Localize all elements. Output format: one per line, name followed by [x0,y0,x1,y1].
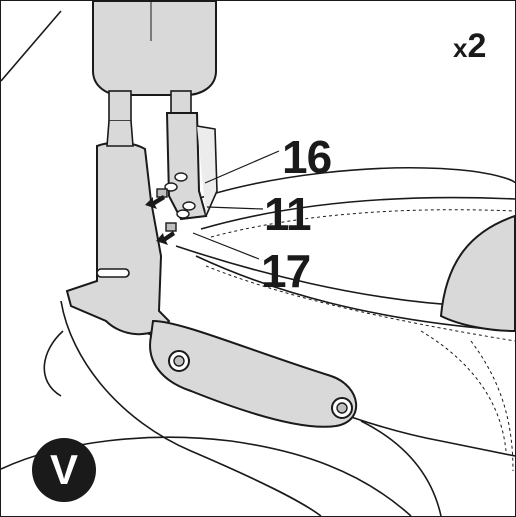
stitching-lines [205,209,515,472]
arrow-icon-upper [145,195,165,209]
backrest-pad [92,1,217,96]
seat [439,214,515,333]
quantity-label: x2 [453,29,486,63]
callout-16: 16 [282,131,332,183]
callout-11: 11 [264,188,312,240]
screw-lower [165,201,196,232]
mounting-arm [149,319,357,428]
quantity-count: 2 [467,27,487,65]
arm-bolt-front [168,350,190,372]
quantity-prefix: x [453,33,468,63]
left-post [108,90,132,122]
step-badge-letter: V [50,446,78,493]
arm-bolt-rear [331,397,353,419]
callout-17: 17 [261,245,311,297]
left-bracket [65,141,171,336]
screw-upper [156,172,188,198]
step-badge-icon: V [32,438,96,502]
bracket-flange [196,125,218,217]
arrow-icon-lower [156,231,175,245]
leader-lines [192,150,280,260]
bracket-slot [96,268,130,278]
left-post-base [106,120,134,147]
right-post [170,90,192,116]
